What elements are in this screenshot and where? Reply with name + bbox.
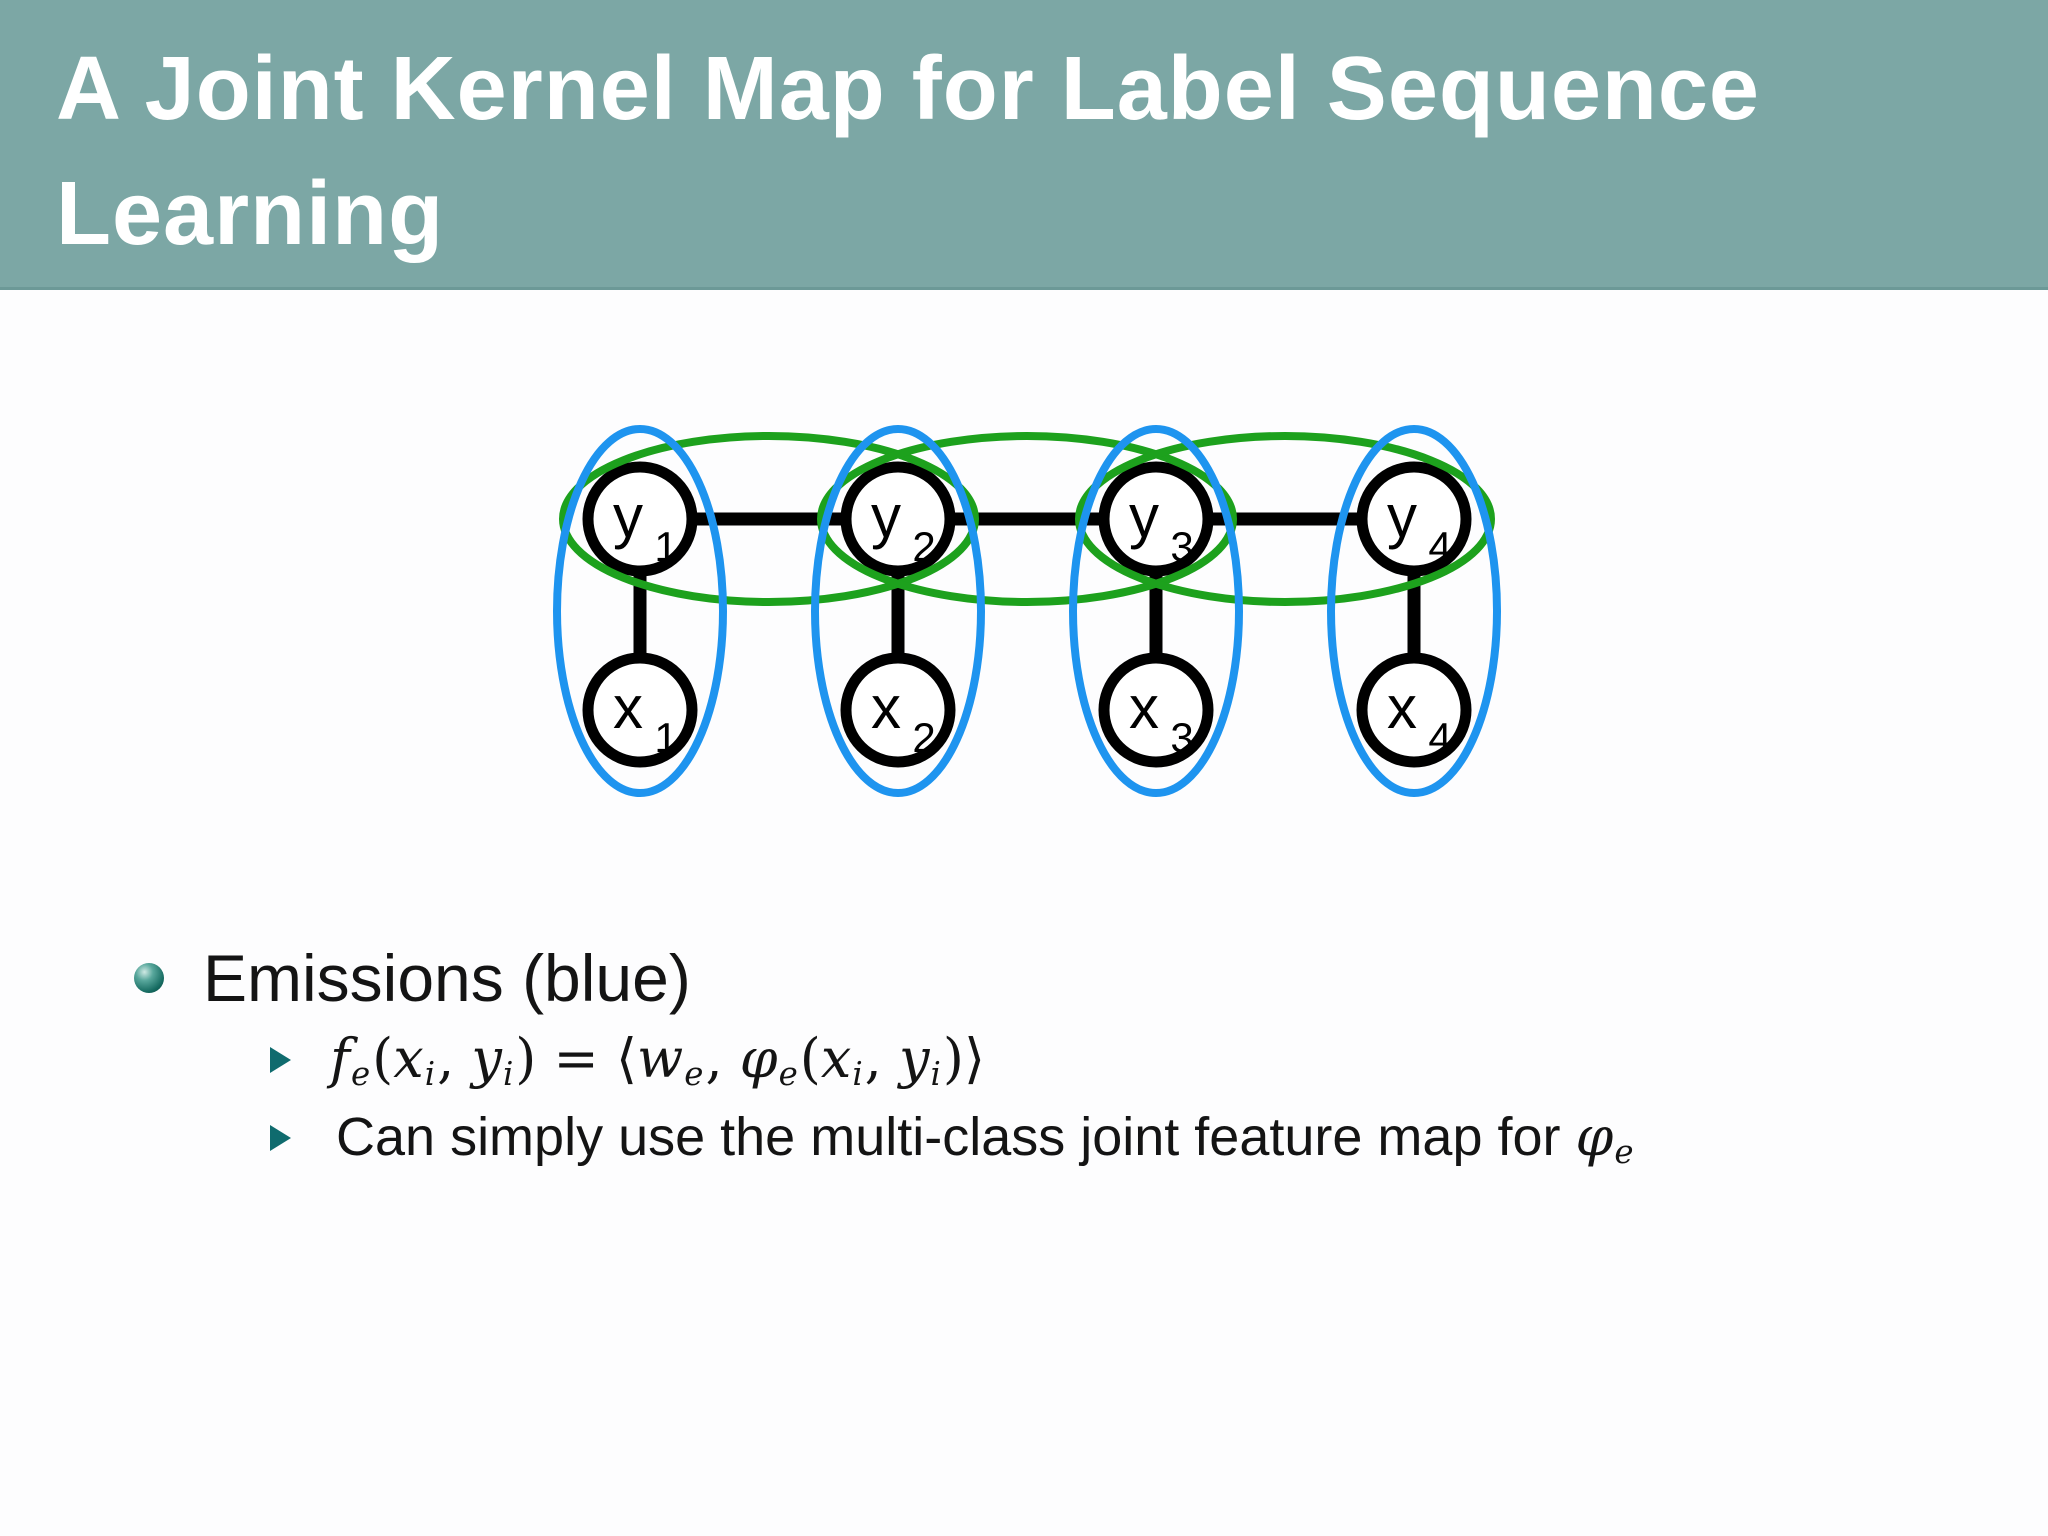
transition-ellipse-3 (1075, 432, 1495, 606)
node-x4 (1356, 652, 1472, 768)
slide-header-bar: A Joint Kernel Map for Label Sequence Le… (0, 0, 2048, 290)
math-token: φ (739, 1027, 778, 1090)
transition-ellipse-2 (817, 432, 1237, 606)
math-token: ( (372, 1027, 394, 1090)
math-token: y (471, 1027, 502, 1090)
emission-ellipse-1 (553, 425, 727, 797)
node-y3 (1098, 461, 1214, 577)
node-label-sub-x4: 4 (1428, 714, 1451, 761)
slide-title-line2: Learning (56, 164, 445, 264)
math-token: ⟩ (963, 1027, 986, 1090)
transition-ellipse-1 (559, 432, 979, 606)
node-label-sub-x3: 3 (1170, 714, 1193, 761)
math-token: w (637, 1027, 684, 1090)
math-token: y (899, 1027, 930, 1090)
math-token: x (393, 1027, 424, 1090)
node-x3 (1098, 652, 1214, 768)
math-token: e (778, 1055, 798, 1094)
node-label-y2: y (871, 483, 901, 550)
math-token: i (930, 1055, 941, 1094)
sub-bullet-triangle-icon (270, 1125, 291, 1151)
math-token: Can simply use the multi-class joint fea… (336, 1107, 1576, 1167)
math-token: ) (942, 1027, 964, 1090)
emission-ellipse-4 (1327, 425, 1501, 797)
node-x1 (582, 652, 698, 768)
math-token: φ (1575, 1105, 1614, 1168)
bullet-emissions-label: Emissions (blue) (203, 941, 691, 1015)
bullet-ball-icon (134, 963, 164, 993)
node-label-sub-y1: 1 (654, 523, 677, 570)
node-label-y4: y (1387, 483, 1417, 550)
slide-title: A Joint Kernel Map for Label Sequence Le… (56, 27, 1760, 277)
math-token: e (684, 1055, 704, 1094)
math-token: f (330, 1027, 350, 1090)
node-label-y3: y (1129, 483, 1159, 550)
math-token: x (820, 1027, 852, 1090)
node-label-x1: x (613, 674, 643, 741)
slide-title-line1: A Joint Kernel Map for Label Sequence (56, 39, 1760, 139)
sub-bullet-triangle-icon (270, 1047, 291, 1073)
node-label-y1: y (613, 483, 643, 550)
node-label-sub-y3: 3 (1170, 523, 1193, 570)
math-token: , (437, 1027, 472, 1090)
math-token: ⟨ (615, 1027, 638, 1090)
math-token: i (502, 1055, 514, 1094)
emission-formula: fe(xi, yi) = ⟨we, φe(xi, yi)⟩ (330, 1026, 985, 1107)
math-token: i (852, 1055, 863, 1094)
node-label-sub-x2: 2 (912, 714, 935, 761)
math-token: ) = (515, 1027, 616, 1090)
node-label-x4: x (1387, 674, 1417, 741)
math-token: e (351, 1055, 371, 1094)
node-y1 (582, 461, 698, 577)
node-label-x2: x (871, 674, 901, 741)
math-token: , (864, 1027, 900, 1090)
math-token: e (1614, 1133, 1634, 1172)
emission-ellipse-3 (1069, 425, 1243, 797)
node-label-sub-y4: 4 (1428, 523, 1451, 570)
node-x2 (840, 652, 956, 768)
emission-ellipse-2 (811, 425, 985, 797)
math-token: , (705, 1027, 740, 1090)
math-token: i (424, 1055, 436, 1094)
node-label-sub-y2: 2 (912, 523, 935, 570)
node-label-x3: x (1129, 674, 1159, 741)
node-y4 (1356, 461, 1472, 577)
multiclass-feature-map-note: Can simply use the multi-class joint fea… (336, 1104, 1635, 1185)
math-token: ( (799, 1027, 821, 1090)
node-label-sub-x1: 1 (654, 714, 677, 761)
node-y2 (840, 461, 956, 577)
